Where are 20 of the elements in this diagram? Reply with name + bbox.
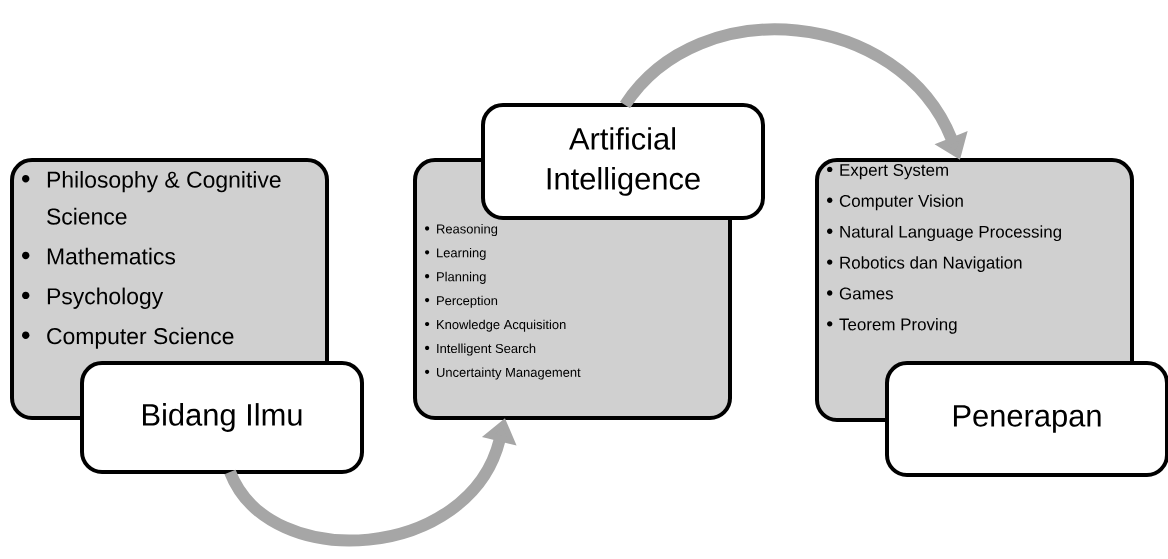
list-item: Knowledge Acquisition [425,319,566,332]
list-item: Psychology [22,287,164,309]
list-item: Mathematics [22,247,176,265]
title-box: Artificial Intelligence [481,103,765,220]
list-item: Reasoning [425,224,498,237]
list-item: Games [827,287,893,300]
list-item: Perception [425,295,498,308]
list-item: Intelligent Search [425,343,536,356]
list-item: Teorem Proving [827,318,957,334]
list-item: Natural Language Processing [827,225,1061,242]
list-item: Robotics dan Navigation [827,256,1022,272]
list-item: Computer Vision [827,194,963,211]
list-item: Philosophy & Cognitive Science [22,171,281,225]
list-item: Planning [425,271,486,284]
list-item: Learning [425,247,486,260]
list-item: Expert System [827,164,948,180]
list-item: Uncertainty Management [425,367,581,380]
title-box: Bidang Ilmu [80,361,364,474]
list-item: Computer Science [22,327,234,349]
title-box: Penerapan [885,361,1168,477]
